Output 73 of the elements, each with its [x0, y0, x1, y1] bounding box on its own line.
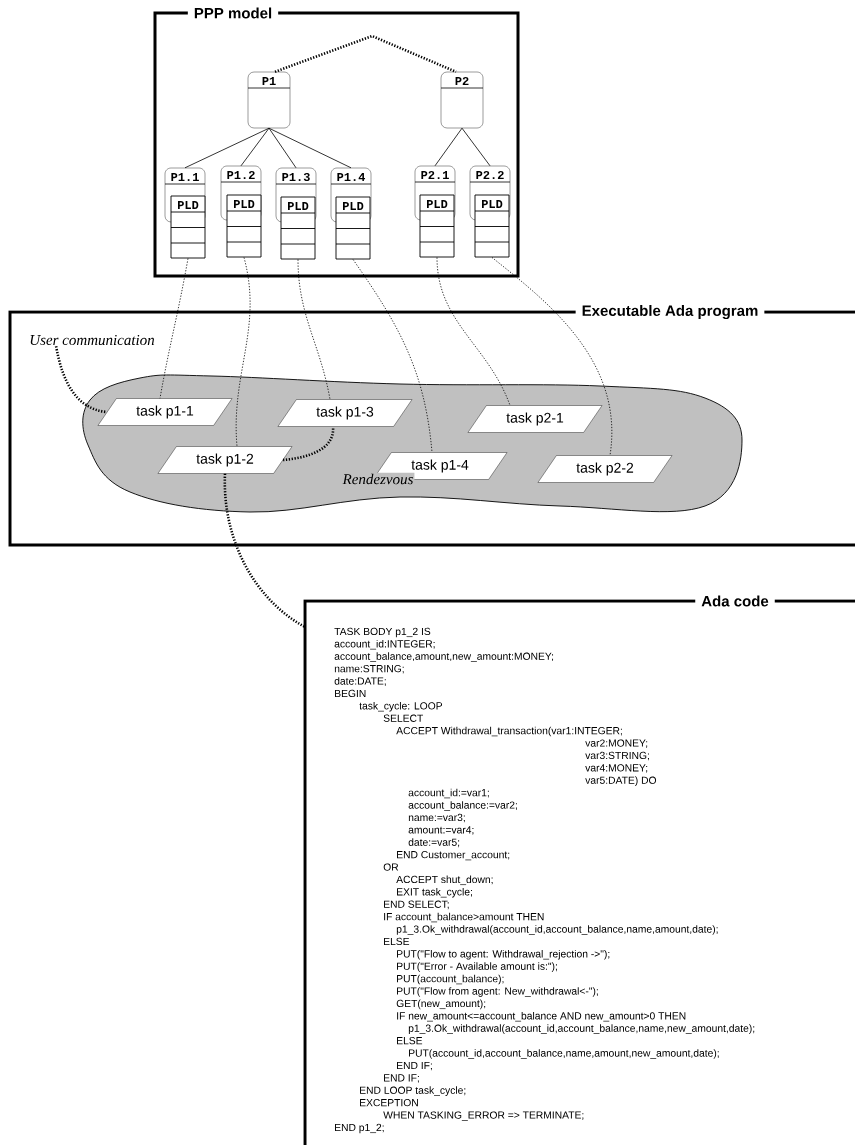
- code-line: END IF;: [397, 1061, 432, 1071]
- task-parallelogram: task p1-1: [97, 398, 233, 426]
- code-line: task_cycle: LOOP: [359, 701, 443, 712]
- code-line: ELSE: [384, 937, 410, 946]
- connector: [223, 473, 306, 629]
- connector: [434, 127, 463, 167]
- code-line: WHEN TASKING_ERROR => TERMINATE;: [383, 1111, 584, 1121]
- code-line: PUT("Flow from agent: New_withdrawal<-");: [397, 987, 598, 997]
- code-line: IF account_balance>amount THEN: [384, 912, 544, 923]
- code-line: OR: [383, 863, 399, 871]
- task-parallelogram: task p1-3: [277, 399, 413, 427]
- pld-table: PLD: [419, 194, 455, 258]
- code-line: date:=var5;: [408, 838, 460, 848]
- process-box: P2: [440, 71, 484, 129]
- code-line: var3:STRING;: [585, 751, 649, 761]
- code-line: ACCEPT Withdrawal_transaction(var1:INTEGER;: [396, 726, 622, 737]
- code-line: END Customer_account;: [397, 851, 510, 861]
- code-line: IF new_amount<=account_balance AND new_amount>0 THEN: [397, 1011, 686, 1022]
- code-line: BEGIN: [335, 689, 366, 698]
- code-line: ACCEPT shut_down;: [396, 875, 493, 886]
- code-line: p1_3.Ok_withdrawal(account_id,account_balance,name,amount,date);: [396, 925, 718, 935]
- code-line: amount:=var4;: [408, 826, 474, 835]
- code-line: SELECT: [383, 714, 424, 722]
- connector: [268, 127, 352, 169]
- code-line: ELSE: [397, 1037, 423, 1045]
- frame-title: PPP model: [187, 6, 279, 20]
- connector: [240, 127, 270, 167]
- code-line: account_id:=var1;: [408, 788, 489, 799]
- code-line: END LOOP task_cycle;: [360, 1086, 466, 1096]
- connector: [159, 258, 189, 399]
- code-line: EXIT task_cycle;: [397, 887, 472, 898]
- code-line: account_balance,amount,new_amount:MONEY;: [334, 652, 554, 662]
- connector: [491, 257, 613, 456]
- code-line: PUT(account_id,account_balance,name,amount,new_amount,date);: [409, 1049, 719, 1059]
- code-line: name:=var3;: [408, 813, 465, 823]
- code-line: END SELECT;: [384, 900, 449, 910]
- code-line: TASK BODY p1_2 IS: [334, 627, 431, 638]
- connector: [297, 259, 331, 400]
- connector: [282, 426, 335, 462]
- connector: [268, 127, 297, 169]
- code-line: p1_3.Ok_withdrawal(account_id,account_balance,name,new_amount,date);: [408, 1024, 755, 1034]
- annotation-text: User communication: [30, 334, 155, 346]
- code-line: account_id:INTEGER;: [334, 639, 435, 650]
- code-line: EXCEPTION: [360, 1099, 418, 1107]
- pld-table: PLD: [280, 196, 316, 260]
- pld-table: PLD: [226, 194, 262, 258]
- connector: [274, 34, 457, 74]
- code-line: PUT("Flow to agent: Withdrawal_rejection ->");: [397, 949, 610, 960]
- code-line: var2:MONEY;: [585, 739, 648, 748]
- task-parallelogram: task p1-2: [157, 446, 293, 474]
- pld-table: PLD: [335, 196, 371, 260]
- code-line: name:STRING;: [334, 665, 404, 674]
- connector: [461, 127, 491, 167]
- pld-table: PLD: [170, 195, 206, 259]
- code-line: END IF;: [384, 1074, 419, 1083]
- connector: [436, 257, 511, 406]
- process-box: P1: [247, 71, 291, 129]
- code-line: account_balance:=var2;: [408, 801, 517, 811]
- frame-title: Ada code: [695, 594, 775, 608]
- task-parallelogram: task p2-2: [537, 455, 673, 483]
- task-parallelogram: task p2-1: [467, 405, 603, 433]
- code-line: var4:MONEY;: [585, 764, 648, 773]
- connector: [352, 259, 433, 453]
- code-line: END p1_2;: [335, 1123, 384, 1134]
- code-line: date:DATE;: [334, 677, 386, 686]
- code-line: var5:DATE) DO: [585, 776, 657, 786]
- connector: [184, 127, 270, 169]
- code-line: GET(new_amount);: [396, 999, 486, 1010]
- frame-title: Executable Ada program: [575, 304, 765, 321]
- code-line: PUT("Error - Available amount is:");: [397, 962, 557, 972]
- code-line: PUT(account_balance);: [397, 974, 504, 985]
- connector: [235, 257, 251, 447]
- pld-table: PLD: [474, 194, 510, 258]
